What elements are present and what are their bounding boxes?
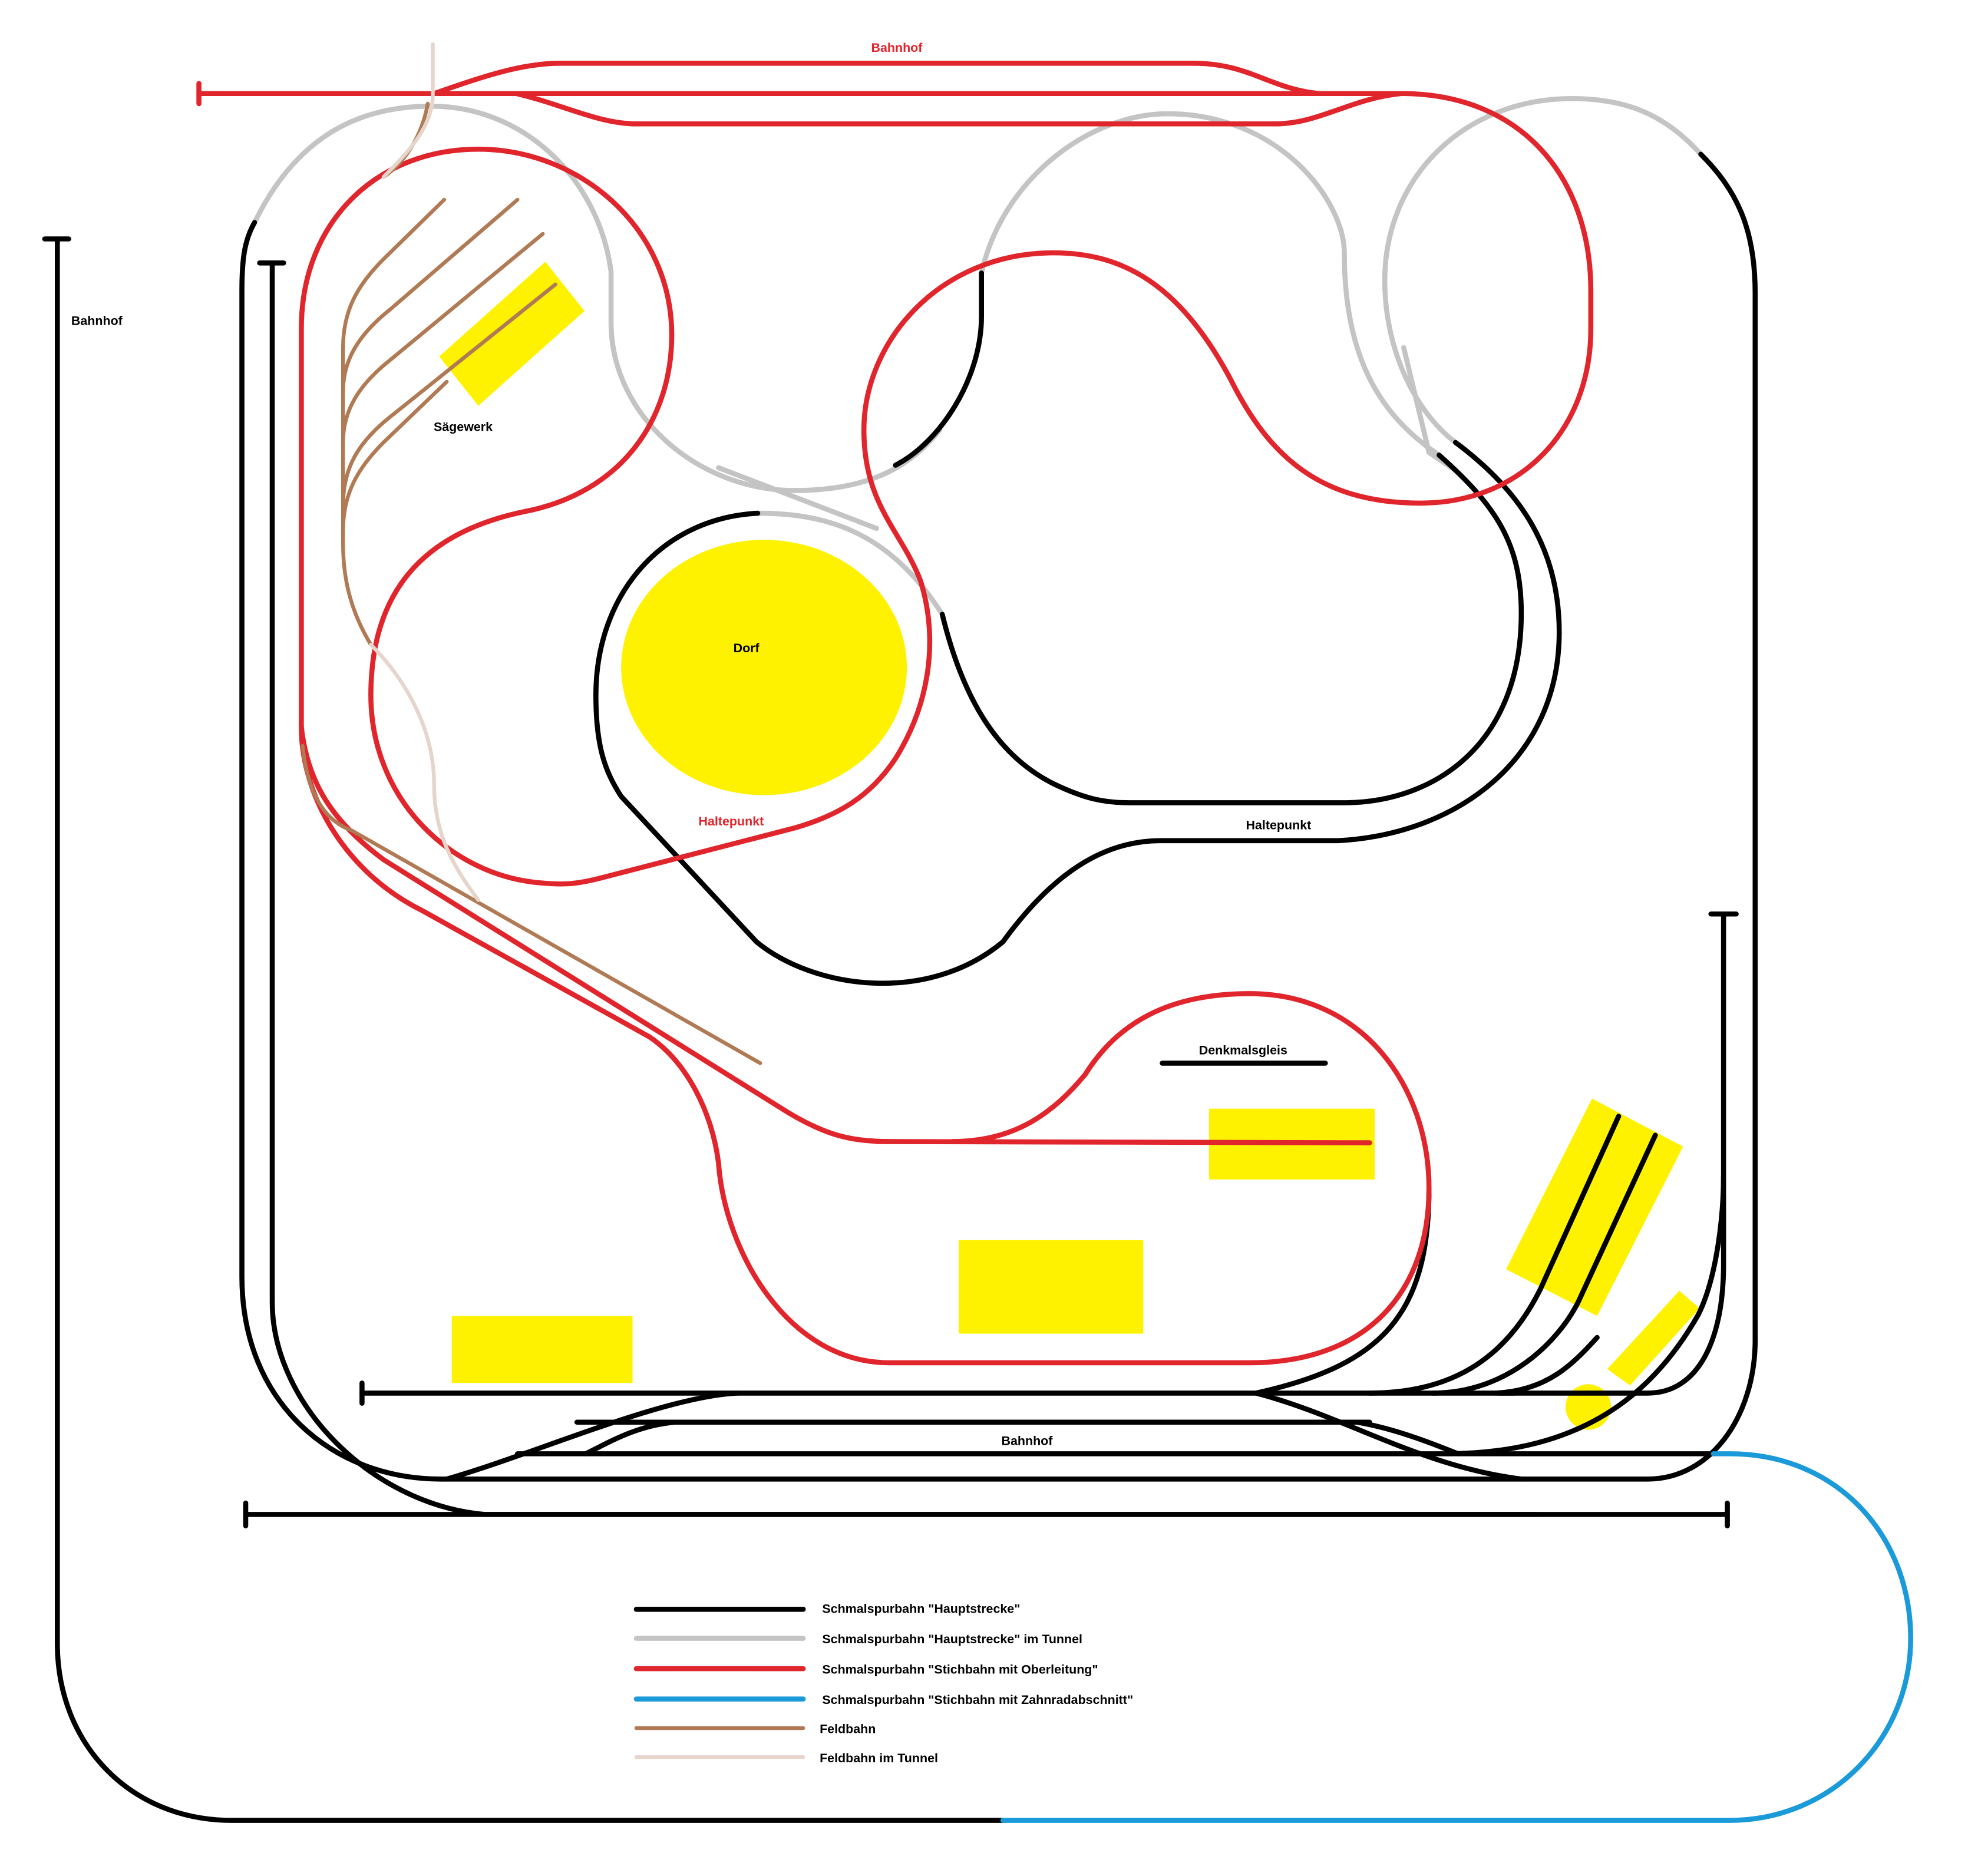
legend-text-overhead: Schmalspurbahn "Stichbahn mit Oberleitun… — [822, 1663, 1098, 1677]
label-haltepunkt-black: Haltepunkt — [1246, 818, 1312, 832]
buildings — [439, 262, 1700, 1430]
legend-text-tunnel: Schmalspurbahn "Hauptstrecke" im Tunnel — [822, 1632, 1082, 1646]
field-tracks — [301, 101, 762, 1065]
tunnel-tracks — [252, 96, 1703, 617]
label-bahnhof-left: Bahnhof — [71, 313, 123, 328]
label-bahnhof-bottom: Bahnhof — [1001, 1434, 1053, 1448]
label-denkmalsgleis: Denkmalsgleis — [1199, 1043, 1287, 1057]
building-center — [959, 1240, 1144, 1334]
field-tunnel-tracks — [369, 42, 480, 902]
label-dorf: Dorf — [734, 641, 760, 655]
label-bahnhof-top: Bahnhof — [871, 41, 923, 55]
rack-tracks — [1000, 1451, 1913, 1823]
saegewerk-building — [439, 262, 585, 406]
label-saegewerk: Sägewerk — [434, 420, 493, 434]
legend-text-field-tunnel: Feldbahn im Tunnel — [820, 1751, 938, 1765]
dorf-area — [621, 540, 907, 795]
legend-text: Schmalspurbahn "Hauptstrecke" Schmalspur… — [820, 1602, 1133, 1765]
legend-text-field: Feldbahn — [820, 1722, 876, 1736]
legend — [633, 1606, 806, 1759]
small-building — [1607, 1290, 1700, 1386]
legend-text-rack: Schmalspurbahn "Stichbahn mit Zahnradabs… — [822, 1693, 1133, 1707]
building-left — [451, 1316, 633, 1383]
labels: Bahnhof Bahnhof Sägewerk Dorf Haltepunkt… — [71, 41, 1311, 1448]
label-haltepunkt-red: Haltepunkt — [698, 814, 764, 828]
depot-building — [1506, 1098, 1683, 1316]
legend-text-main: Schmalspurbahn "Hauptstrecke" — [822, 1602, 1020, 1616]
main-tracks — [42, 151, 1758, 1823]
overhead-tracks — [196, 60, 1594, 1366]
